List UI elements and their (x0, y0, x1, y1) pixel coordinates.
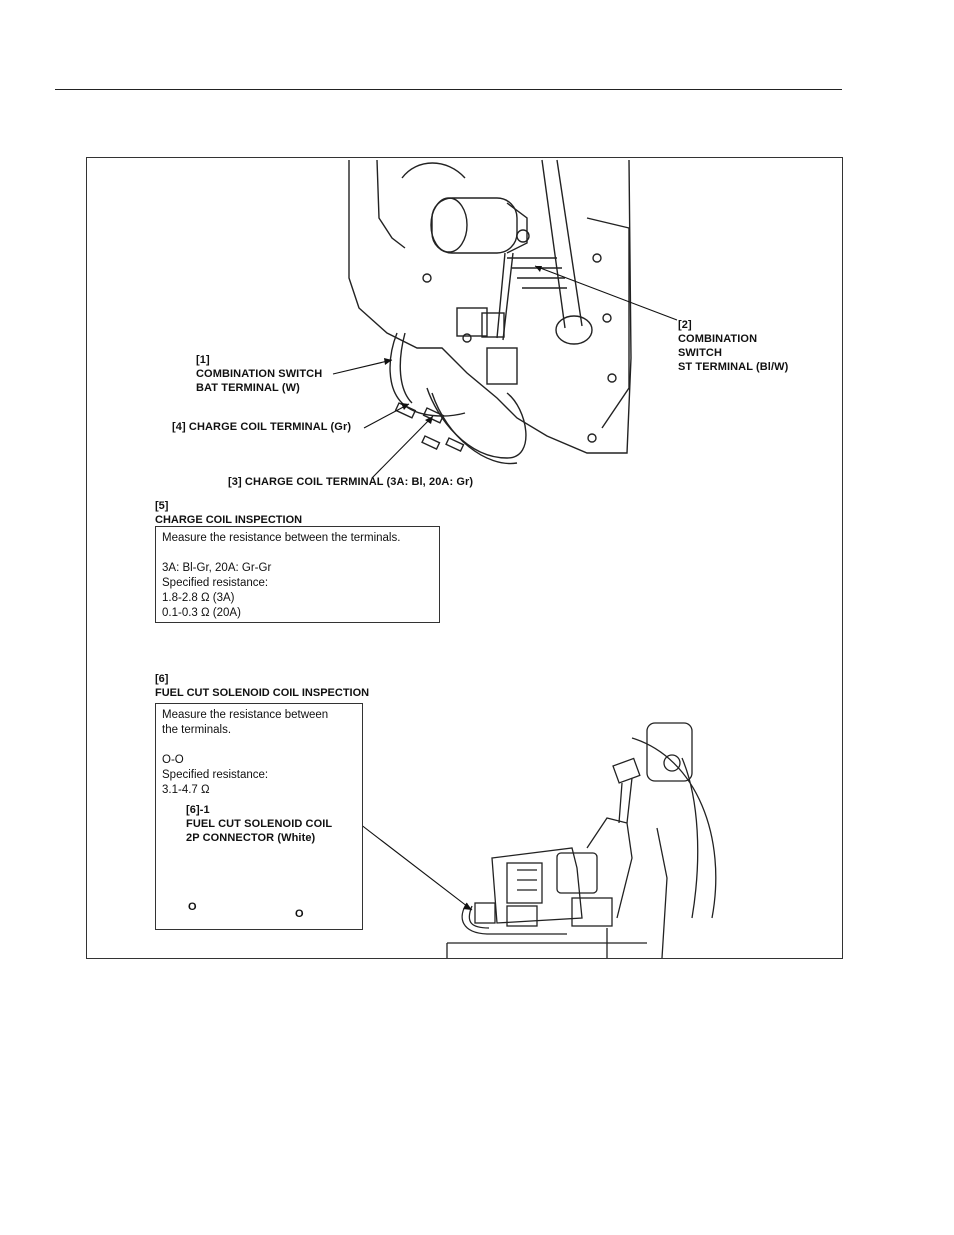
callout-1: [1] COMBINATION SWITCH BAT TERMINAL (W) (196, 353, 322, 395)
figure-frame: [1] COMBINATION SWITCH BAT TERMINAL (W) … (86, 157, 843, 959)
callout-1-line2: BAT TERMINAL (W) (196, 382, 300, 394)
charge-coil-title: CHARGE COIL INSPECTION (155, 514, 303, 526)
callout-2-line1: COMBINATION (678, 333, 758, 345)
charge-coil-line: 1.8-2.8 Ω (3A) (162, 592, 235, 604)
charge-coil-spacer (162, 546, 433, 561)
fuel-cut-line: Specified resistance: (162, 769, 269, 781)
callout-1-line1: COMBINATION SWITCH (196, 368, 323, 380)
callout-3: [3] CHARGE COIL TERMINAL (3A: Bl, 20A: G… (228, 476, 474, 488)
charge-coil-number: [5] (155, 500, 169, 512)
fuel-cut-title: FUEL CUT SOLENOID COIL INSPECTION (155, 687, 370, 699)
charge-coil-box: Measure the resistance between the termi… (155, 526, 440, 623)
charge-coil-line: 3A: Bl-Gr, 20A: Gr-Gr (162, 562, 272, 574)
callout-2: [2] COMBINATION SWITCH ST TERMINAL (Bl/W… (678, 318, 788, 374)
fuel-cut-line: the terminals. (162, 724, 232, 736)
connector-line2: 2P CONNECTOR (White) (186, 832, 316, 844)
connector-pin-left: O (188, 901, 197, 913)
callout-2-line3: ST TERMINAL (Bl/W) (678, 361, 789, 373)
header-rule (55, 89, 842, 90)
fuel-cut-line: Measure the resistance between (162, 709, 329, 721)
charge-coil-heading: [5] CHARGE COIL INSPECTION (155, 499, 302, 527)
fuel-cut-heading: [6] FUEL CUT SOLENOID COIL INSPECTION (155, 672, 369, 700)
fuel-cut-number: [6] (155, 673, 169, 685)
callout-2-number: [2] (678, 319, 692, 331)
connector-pin-right: O (295, 908, 304, 920)
fuel-cut-line: O-O (162, 754, 184, 766)
charge-coil-line: Measure the resistance between the termi… (162, 532, 401, 544)
charge-coil-line: Specified resistance: (162, 577, 269, 589)
connector-callout: [6]-1 FUEL CUT SOLENOID COIL 2P CONNECTO… (186, 803, 332, 845)
connector-number: [6]-1 (186, 804, 210, 816)
callout-4: [4] CHARGE COIL TERMINAL (Gr) (172, 421, 352, 433)
fuel-cut-spacer (162, 738, 356, 753)
fuel-cut-box: Measure the resistance between the termi… (155, 703, 363, 930)
charge-coil-line: 0.1-0.3 Ω (20A) (162, 607, 241, 619)
fuel-cut-line: 3.1-4.7 Ω (162, 784, 210, 796)
callout-2-line2: SWITCH (678, 347, 722, 359)
callout-1-number: [1] (196, 354, 210, 366)
connector-line1: FUEL CUT SOLENOID COIL (186, 818, 333, 830)
